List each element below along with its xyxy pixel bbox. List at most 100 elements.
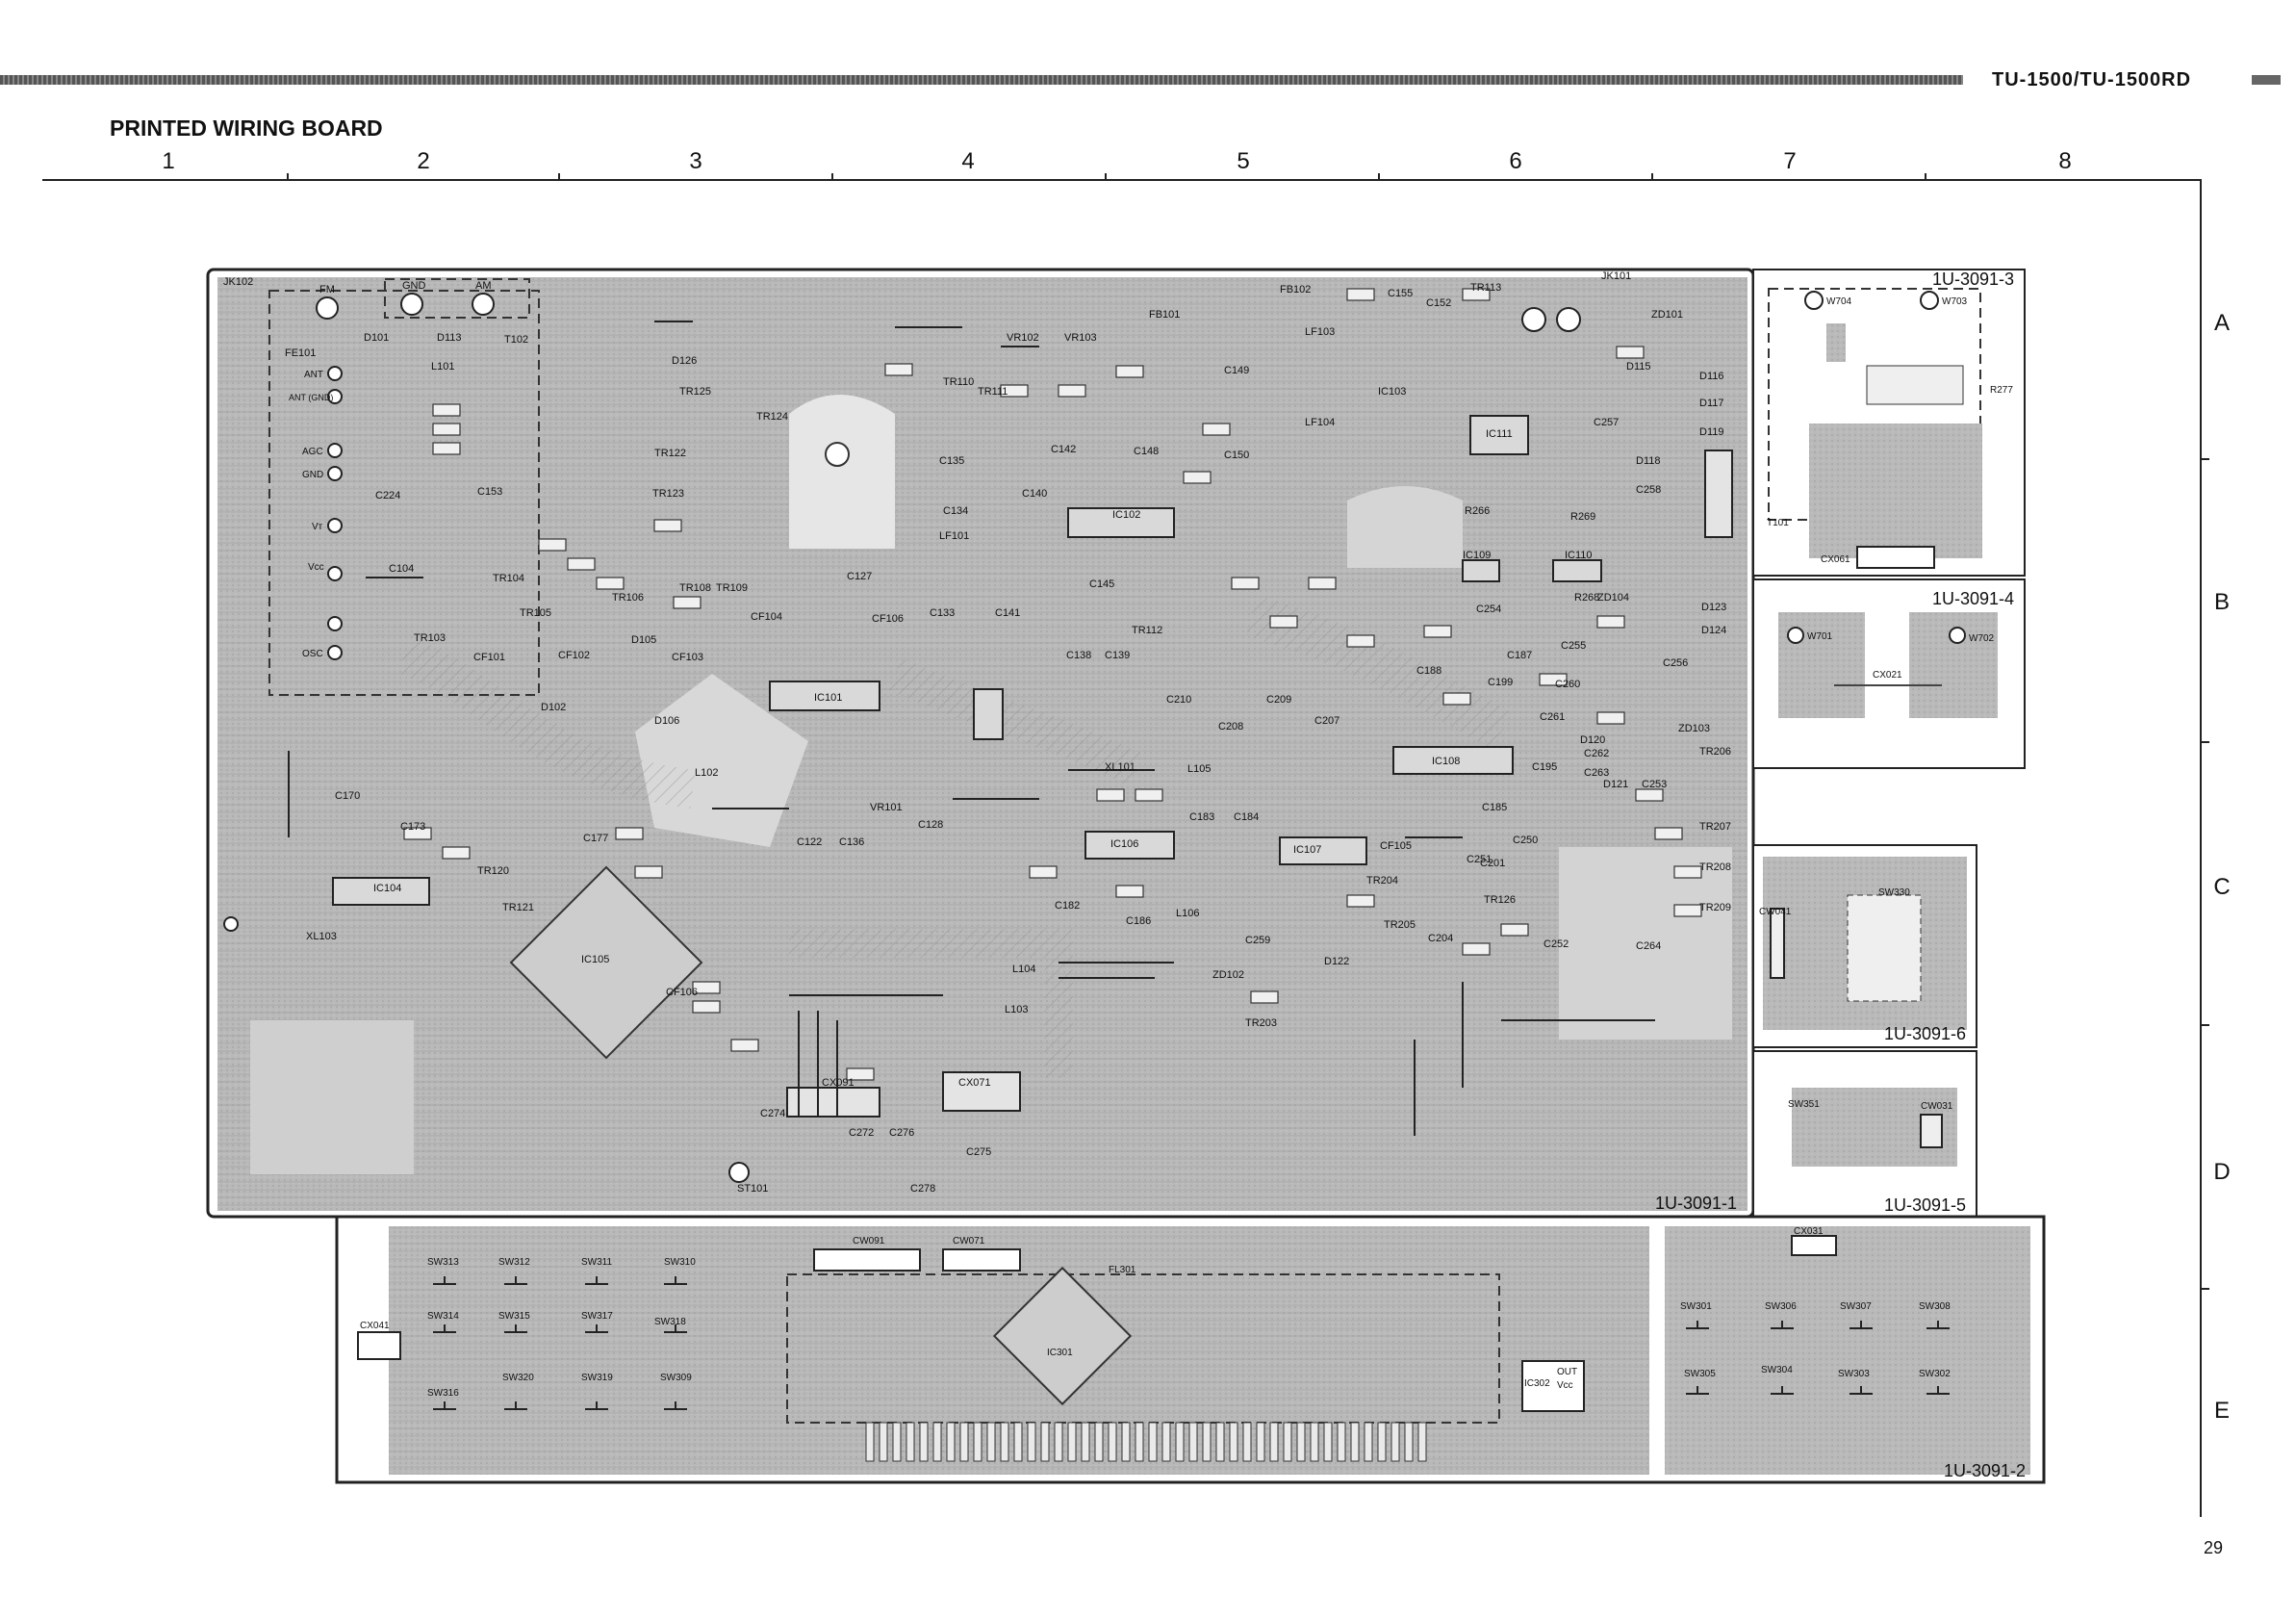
label-ant-gnd: ANT (GND) xyxy=(289,393,333,402)
label-t101: T101 xyxy=(1767,518,1789,528)
label-tr112: TR112 xyxy=(1132,625,1162,636)
column-ruler xyxy=(42,179,2202,181)
label-c140: C140 xyxy=(1022,488,1047,500)
label-c150: C150 xyxy=(1224,450,1249,461)
label-d122: D122 xyxy=(1324,956,1349,967)
label-d118: D118 xyxy=(1636,455,1660,467)
label-tr124: TR124 xyxy=(756,411,788,423)
label-fe101: FE101 xyxy=(285,347,316,359)
grid-column-label: 1 xyxy=(162,148,175,174)
label-l103: L103 xyxy=(1005,1004,1028,1015)
label-l102: L102 xyxy=(695,767,718,779)
label-sw305: SW305 xyxy=(1684,1369,1716,1379)
row-ruler xyxy=(2200,179,2202,1517)
board-1u-3091-2 xyxy=(335,1215,2046,1484)
label-cw071: CW071 xyxy=(953,1236,985,1246)
label-tr108: TR108 xyxy=(679,582,711,594)
label-tr121: TR121 xyxy=(502,902,534,913)
label-ic111: IC111 xyxy=(1486,428,1513,440)
header-rule-end xyxy=(2252,75,2281,85)
label-cf106: CF106 xyxy=(872,613,904,625)
label-w701: W701 xyxy=(1807,631,1833,642)
board-1u-3091-6 xyxy=(1752,844,1977,1048)
label-vcc-ic302: Vcc xyxy=(1557,1380,1573,1391)
label-l106: L106 xyxy=(1176,908,1199,919)
label-c141: C141 xyxy=(995,607,1020,619)
label-lf103: LF103 xyxy=(1305,326,1335,338)
label-c138: C138 xyxy=(1066,650,1091,661)
label-c276: C276 xyxy=(889,1127,914,1139)
label-ic108: IC108 xyxy=(1432,756,1460,767)
label-jk101: JK101 xyxy=(1601,270,1631,282)
grid-tick xyxy=(2200,741,2209,743)
label-c253: C253 xyxy=(1642,779,1667,790)
label-vcc: Vcc xyxy=(308,562,324,573)
grid-column-label: 5 xyxy=(1237,148,1250,174)
label-fb102: FB102 xyxy=(1280,284,1311,296)
label-gnd-terminal: GND xyxy=(402,280,426,292)
label-agc: AGC xyxy=(302,447,323,457)
label-c139: C139 xyxy=(1105,650,1130,661)
label-c274: C274 xyxy=(760,1108,785,1119)
grid-row-label: C xyxy=(2213,874,2231,900)
document-title: TU-1500/TU-1500RD xyxy=(1992,69,2192,90)
label-tr205: TR205 xyxy=(1384,919,1416,931)
page-number: 29 xyxy=(2204,1538,2224,1557)
label-c262: C262 xyxy=(1584,748,1609,759)
label-gnd-4: GND xyxy=(302,470,323,480)
label-c251: C251 xyxy=(1467,854,1492,865)
label-ic102: IC102 xyxy=(1112,509,1140,521)
label-cf105: CF105 xyxy=(1380,840,1412,852)
label-sw319: SW319 xyxy=(581,1373,613,1383)
label-c136: C136 xyxy=(839,836,864,848)
label-cw031: CW031 xyxy=(1921,1101,1953,1112)
label-d116: D116 xyxy=(1699,371,1723,382)
label-d121: D121 xyxy=(1603,779,1628,790)
label-tr125: TR125 xyxy=(679,386,711,398)
label-tr113: TR113 xyxy=(1470,282,1501,294)
label-sw308: SW308 xyxy=(1919,1301,1951,1312)
label-cx041: CX041 xyxy=(360,1321,390,1331)
label-sw312: SW312 xyxy=(498,1257,530,1268)
label-sw309: SW309 xyxy=(660,1373,692,1383)
label-c187: C187 xyxy=(1507,650,1532,661)
label-d105: D105 xyxy=(631,634,656,646)
label-ic103: IC103 xyxy=(1378,386,1406,398)
grid-row-label: E xyxy=(2213,1398,2230,1424)
label-cx091: CX091 xyxy=(822,1077,855,1089)
label-xl101: XL101 xyxy=(1105,761,1135,773)
label-c264: C264 xyxy=(1636,940,1661,952)
label-sw318: SW318 xyxy=(654,1317,686,1327)
label-lf104: LF104 xyxy=(1305,417,1335,428)
label-sw330: SW330 xyxy=(1878,887,1910,898)
label-sw313: SW313 xyxy=(427,1257,459,1268)
label-zd103: ZD103 xyxy=(1678,723,1710,734)
label-c261: C261 xyxy=(1540,711,1565,723)
label-d120: D120 xyxy=(1580,734,1605,746)
label-ic106: IC106 xyxy=(1110,838,1138,850)
label-tr109: TR109 xyxy=(716,582,748,594)
label-d106: D106 xyxy=(654,715,679,727)
label-tr123: TR123 xyxy=(652,488,684,500)
label-c224: C224 xyxy=(375,490,400,501)
label-t102: T102 xyxy=(504,334,528,346)
board-1u-3091-4 xyxy=(1752,578,2026,769)
label-sw316: SW316 xyxy=(427,1388,459,1399)
label-d119: D119 xyxy=(1699,426,1723,438)
label-c272: C272 xyxy=(849,1127,874,1139)
label-c185: C185 xyxy=(1482,802,1507,813)
grid-column-label: 7 xyxy=(1783,148,1797,174)
board-label-5: 1U-3091-5 xyxy=(1884,1195,1966,1215)
label-c201: C201 xyxy=(1480,858,1505,869)
label-st101: ST101 xyxy=(737,1183,768,1195)
label-d124: D124 xyxy=(1701,625,1726,636)
label-r266: R266 xyxy=(1465,505,1490,517)
label-sw351: SW351 xyxy=(1788,1099,1820,1110)
label-c254: C254 xyxy=(1476,604,1501,615)
label-c209: C209 xyxy=(1266,694,1291,706)
label-sw303: SW303 xyxy=(1838,1369,1870,1379)
grid-tick xyxy=(558,173,560,181)
label-c252: C252 xyxy=(1543,938,1569,950)
label-vr102: VR102 xyxy=(1007,332,1039,344)
label-ic105: IC105 xyxy=(581,954,609,965)
